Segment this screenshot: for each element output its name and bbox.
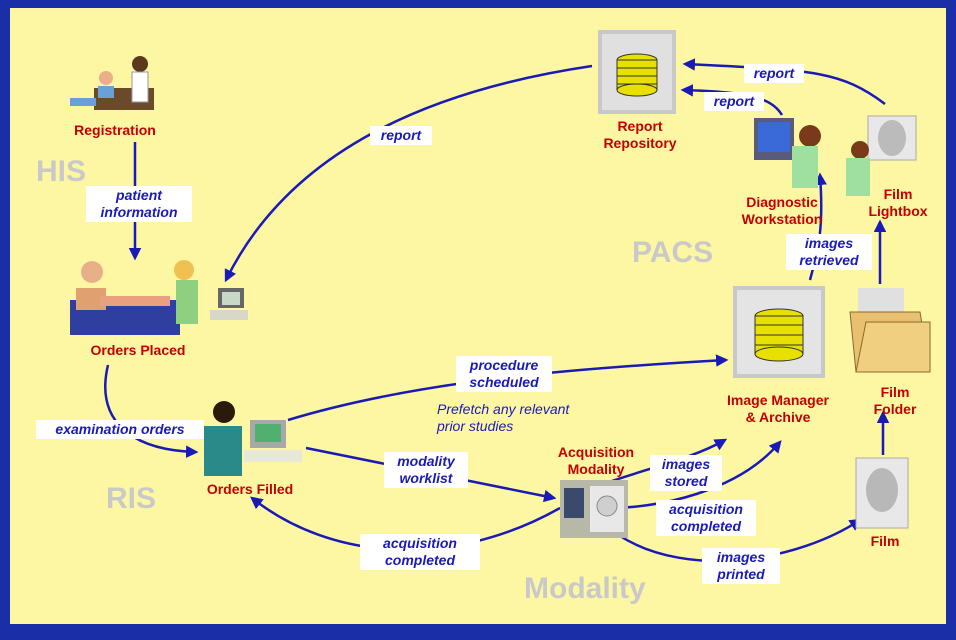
zone-ris: RIS [106, 482, 157, 515]
film-lightbox-icon [846, 115, 917, 196]
flow-images-printed: images printed [702, 548, 780, 584]
film-folder-label: Film Folder [873, 384, 917, 417]
acquisition-modality-icon [560, 480, 628, 538]
diagnostic-workstation-label: Diagnostic Workstation [741, 194, 823, 227]
flow-report-from-workstation: report [704, 92, 764, 111]
flow-modality-worklist: modality worklist [384, 452, 468, 488]
registration-label: Registration [74, 122, 156, 138]
image-manager-label: Image Manager & Archive [727, 392, 829, 425]
orders-filled-label: Orders Filled [206, 481, 294, 497]
flow-acquisition-completed-pacs: acquisition completed [656, 500, 756, 536]
report-repository-icon [598, 30, 676, 114]
report-repository-label: Report Repository [603, 118, 677, 151]
arrow-lightbox-report [682, 58, 886, 105]
zone-modality: Modality [524, 572, 646, 605]
film-icon [855, 457, 909, 529]
zone-his: HIS [36, 155, 87, 188]
orders-filled-icon [204, 401, 302, 476]
flow-examination-orders: examination orders [36, 420, 204, 439]
prefetch-note: Prefetch any relevant prior studies [437, 401, 570, 434]
flow-acquisition-completed-ris: acquisition completed [360, 534, 480, 570]
diagnostic-workstation-icon [754, 118, 821, 188]
flow-images-stored: images stored [650, 455, 722, 491]
orders-placed-icon [70, 260, 248, 335]
flow-patient-information: patient information [86, 186, 192, 222]
flow-report-from-lightbox: report [744, 64, 804, 83]
arrow-report-to-orders [224, 64, 593, 283]
zone-pacs: PACS [632, 236, 714, 269]
registration-icon [70, 56, 154, 110]
film-label: Film [870, 533, 900, 549]
image-manager-icon [733, 286, 825, 378]
acquisition-modality-label: Acquisition Modality [557, 444, 635, 477]
film-folder-icon [849, 288, 931, 373]
flow-procedure-scheduled: procedure scheduled [456, 356, 552, 392]
flow-images-retrieved: images retrieved [786, 234, 872, 270]
flow-report-to-orders: report [370, 126, 432, 145]
film-lightbox-label: Film Lightbox [868, 186, 928, 219]
orders-placed-label: Orders Placed [90, 342, 186, 358]
